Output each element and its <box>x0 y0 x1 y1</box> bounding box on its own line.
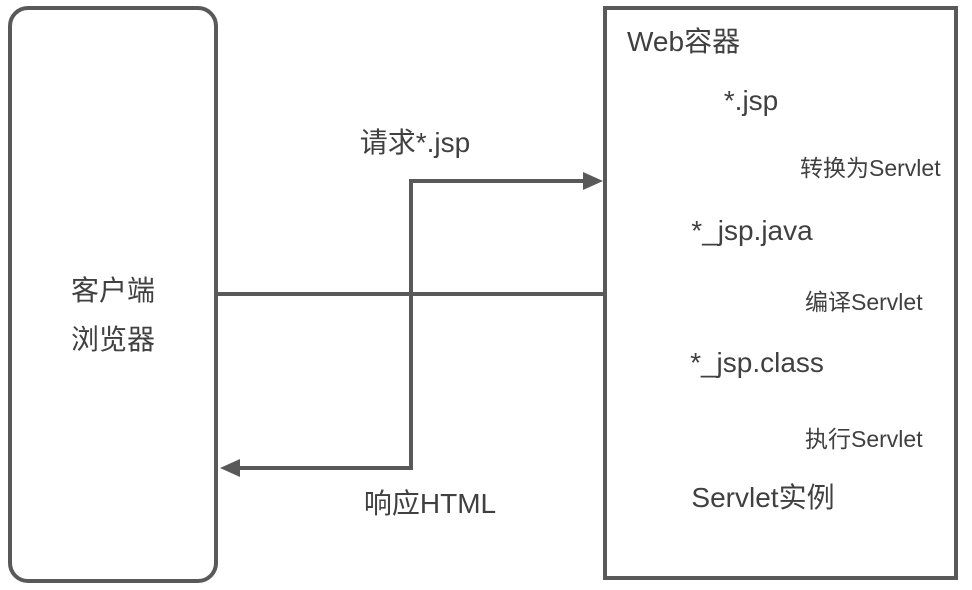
node-jsp: *.jsp <box>723 85 779 116</box>
response-arrowhead-icon <box>220 459 240 477</box>
client-browser-box <box>8 6 218 583</box>
node-servlet-instance: Servlet实例 <box>691 482 835 513</box>
web-container-title: Web容器 <box>627 26 741 57</box>
node-jsp-java: *_jsp.java <box>691 215 813 246</box>
request-flow-label: 请求*.jsp <box>359 127 471 158</box>
client-browser-label-line2: 浏览器 <box>70 324 155 355</box>
step-label-translate-to-servlet: 转换为Servlet <box>800 155 941 181</box>
client-browser-label: 客户端 浏览器 <box>8 266 218 364</box>
node-jsp-class: *_jsp.class <box>690 347 824 378</box>
step-label-execute-servlet: 执行Servlet <box>805 426 923 452</box>
step-label-compile-servlet: 编译Servlet <box>805 289 923 315</box>
response-flow-label: 响应HTML <box>363 488 497 519</box>
web-container-box: Web容器 <box>603 6 958 580</box>
client-browser-label-line1: 客户端 <box>70 275 155 306</box>
request-arrowhead-icon <box>583 172 603 190</box>
